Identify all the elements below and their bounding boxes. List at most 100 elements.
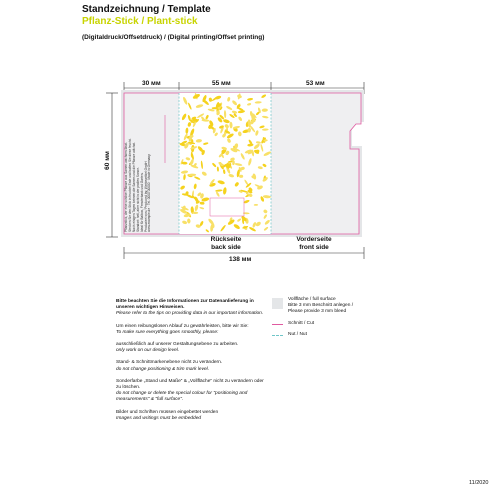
- date-label: 11/2020: [469, 480, 489, 486]
- leaf-shape: [190, 146, 198, 150]
- leaf-shape: [192, 211, 199, 215]
- leaf-shape: [238, 167, 242, 172]
- leaf-shape: [183, 96, 188, 105]
- back-text-line: www.example.de · Tel. 0000 00000 · Made …: [147, 154, 152, 232]
- leaf-shape: [202, 95, 207, 103]
- leaf-shape: [237, 131, 242, 137]
- leaf-shape: [221, 148, 227, 154]
- leaf-shape: [244, 149, 253, 154]
- template-drawing: [106, 82, 365, 259]
- leaf-shape: [189, 119, 195, 124]
- leaf-shape: [263, 214, 267, 219]
- leaf-shape: [197, 146, 204, 152]
- leaf-shape: [201, 149, 205, 156]
- total-dimension-line: [123, 247, 365, 259]
- leaf-shape: [248, 139, 253, 145]
- leaf-shape: [248, 187, 253, 192]
- back-side-en: back side: [211, 244, 241, 251]
- instructions: Bitte beachten Sie die Informationen zur…: [116, 299, 266, 428]
- leaf-shape: [260, 143, 264, 152]
- leaf-shape: [239, 174, 244, 178]
- leaf-shape: [183, 174, 186, 181]
- leaf-shape: [257, 166, 263, 170]
- leaf-shape: [240, 166, 245, 171]
- leaf-shape: [236, 169, 240, 178]
- leaf-shape: [188, 102, 192, 110]
- back-side-label: Rückseite back side: [199, 236, 253, 252]
- leaf-shape: [223, 110, 227, 119]
- leaf-shape: [195, 224, 201, 228]
- leaf-shape: [245, 182, 252, 188]
- leaf-shape: [190, 164, 199, 169]
- leaf-shape: [234, 163, 243, 166]
- leaf-shape: [237, 218, 241, 222]
- leaf-shape: [249, 125, 256, 133]
- instructions-heading-en: Please refer to the tips on providing da…: [116, 311, 264, 317]
- leaf-shape: [181, 140, 188, 145]
- leaf-shape: [247, 143, 254, 147]
- leaf-shape: [236, 107, 244, 111]
- leaf-shape: [201, 119, 210, 122]
- leaf-shape: [195, 139, 202, 143]
- leaf-shape: [194, 176, 201, 180]
- leaf-shape: [224, 124, 229, 129]
- leaf-shape: [255, 130, 259, 136]
- leaf-shape: [205, 229, 209, 233]
- leaf-shape: [254, 101, 262, 104]
- instructions-p2-en: only work on our design level.: [116, 348, 180, 354]
- leaf-shape: [224, 130, 231, 134]
- instructions-p3-en: do not change positioning & trim mark le…: [116, 366, 210, 372]
- leaf-shape: [183, 133, 188, 141]
- leaf-shape: [186, 194, 194, 199]
- leaf-shape: [236, 104, 241, 108]
- instructions-p4-de: Sonderfarbe „Stand und Maße“ & „Vollfläc…: [116, 378, 264, 391]
- front-side-de: Vorderseite: [296, 236, 332, 243]
- leaf-shape: [251, 114, 256, 123]
- leaf-shape: [237, 110, 245, 114]
- leaf-shape: [255, 141, 261, 144]
- legend-cut: Schnitt / Cut: [272, 321, 412, 327]
- leaf-shape: [185, 127, 189, 134]
- leaf-shape: [253, 203, 259, 206]
- leaf-shape: [187, 115, 191, 121]
- leaf-shape: [234, 143, 239, 149]
- leaf-shape: [222, 133, 226, 138]
- leaf-shape: [207, 108, 215, 112]
- leaf-shape: [212, 162, 217, 168]
- leaf-shape: [200, 193, 204, 199]
- leaf-shape: [226, 133, 234, 139]
- leaf-shape: [249, 227, 256, 232]
- leaf-shape: [229, 121, 233, 129]
- leaf-shape: [190, 153, 193, 158]
- leaf-shape: [192, 121, 196, 128]
- leaf-shape: [226, 166, 231, 174]
- leaf-shape: [215, 189, 223, 192]
- leaf-shape: [190, 128, 195, 137]
- leaf-shape: [259, 125, 265, 129]
- leaf-shape: [192, 94, 200, 99]
- leaf-shape: [220, 152, 224, 159]
- leaf-shape: [227, 97, 231, 102]
- leaf-shape: [211, 222, 215, 229]
- leaf-shape: [219, 125, 224, 129]
- leaf-shape: [261, 94, 267, 98]
- leaf-shape: [254, 149, 260, 153]
- leaf-shape: [240, 189, 249, 193]
- leaf-shape: [223, 119, 230, 124]
- leaf-shape: [247, 103, 252, 106]
- leaf-shape: [251, 149, 255, 157]
- leaf-shape: [208, 124, 213, 129]
- cut-line-swatch: [272, 323, 283, 325]
- leaf-shape: [227, 162, 232, 169]
- leaf-shape: [245, 192, 251, 196]
- dim-right: 53 мм: [306, 80, 325, 87]
- instructions-p5-en: Images and writings must be embedded: [116, 415, 202, 421]
- dim-height: 60 мм: [103, 151, 111, 170]
- leaf-shape: [242, 226, 249, 229]
- full-surface-swatch: [272, 298, 283, 309]
- leaf-shape: [201, 197, 210, 202]
- leaf-shape: [234, 182, 239, 187]
- leaf-shape: [182, 205, 186, 211]
- leaf-shape: [179, 143, 186, 147]
- leaf-shape: [190, 158, 194, 166]
